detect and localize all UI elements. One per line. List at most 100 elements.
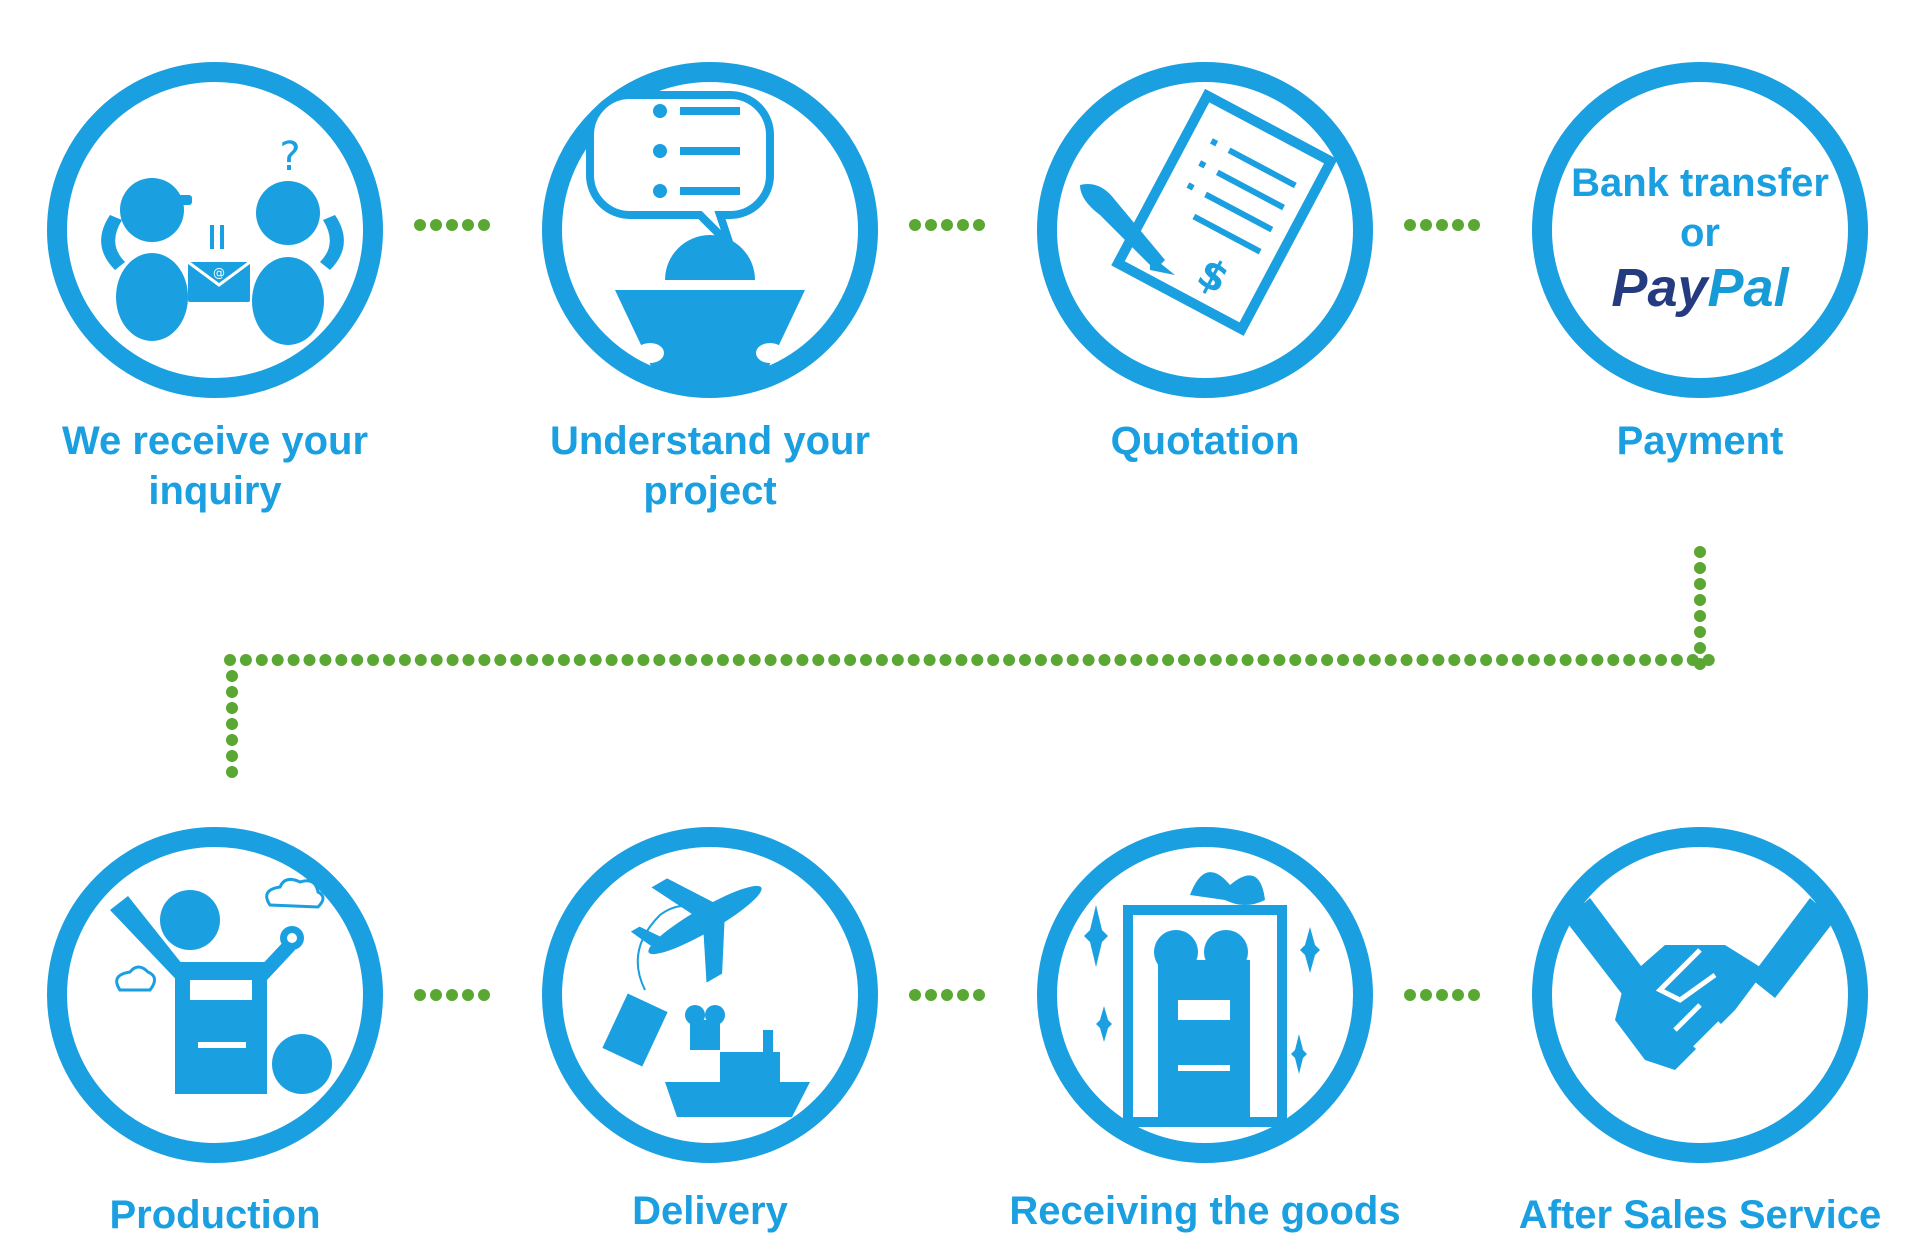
connector-dot — [557, 654, 570, 666]
connector-dot — [303, 654, 316, 666]
connector-dot — [1464, 654, 1477, 666]
connector-dot — [1468, 989, 1480, 1001]
connector-dot — [1404, 989, 1416, 1001]
connector-dot — [941, 989, 953, 1001]
connector-dot — [1050, 654, 1063, 666]
connector-dot — [462, 989, 474, 1001]
connector-dot — [925, 219, 937, 231]
connector-dot — [1559, 654, 1572, 666]
connector-dot — [716, 654, 729, 666]
connector-dot — [1496, 654, 1508, 666]
connector-dot — [828, 654, 841, 666]
connector-dot — [1655, 654, 1667, 666]
payment-method-or: or — [1680, 211, 1720, 255]
connector-dot — [1436, 989, 1448, 1001]
connector-dot — [446, 219, 458, 231]
paypal-logo-part1: Pay — [1611, 258, 1708, 318]
connector-dot — [478, 654, 491, 666]
connector-dot — [875, 654, 888, 666]
connector-dot — [1543, 654, 1556, 666]
connector-dot — [1400, 654, 1413, 666]
connector-dot — [510, 654, 523, 666]
connector-dot — [1384, 654, 1397, 666]
connector-dot — [957, 219, 969, 231]
connector-dot — [430, 219, 442, 231]
connector-dot — [685, 654, 698, 666]
connector-dot — [1178, 654, 1190, 666]
connector-dot — [446, 654, 459, 666]
connector-dot — [351, 654, 364, 666]
step-label-payment: Payment — [1616, 419, 1784, 463]
connector-dot — [478, 989, 490, 1001]
handshake-icon — [1532, 827, 1868, 1163]
connector-dot — [542, 654, 554, 666]
connector-dot — [812, 654, 825, 666]
connector-dot — [1130, 654, 1143, 666]
svg-text:?: ? — [279, 134, 300, 180]
connector-dot — [1209, 654, 1222, 666]
connector-dot — [955, 654, 968, 666]
connector-dot — [224, 654, 236, 666]
connector-dot — [1162, 654, 1175, 666]
connector-dot — [891, 654, 904, 666]
connector-dot — [367, 654, 380, 666]
connector-dot — [860, 654, 872, 666]
connector-dot — [1511, 654, 1524, 666]
connector-dot — [319, 654, 332, 666]
connector-dot — [1114, 654, 1127, 666]
step-label-quotation: Quotation — [1110, 419, 1300, 463]
connector-dot — [1225, 654, 1238, 666]
connector-dot — [1241, 654, 1254, 666]
connector-dot — [1694, 594, 1706, 606]
production-icon — [47, 827, 383, 1163]
connector-dot — [1066, 654, 1079, 666]
connector-dot — [271, 654, 284, 666]
connector-dot — [780, 654, 793, 666]
connector-dot — [1452, 219, 1464, 231]
connector-dot — [732, 654, 745, 666]
connector-dot — [909, 219, 921, 231]
connector-dot — [637, 654, 650, 666]
connector-dot — [973, 989, 985, 1001]
connector-dot — [414, 989, 426, 1001]
project-discussion-icon — [542, 62, 878, 398]
connector-dot — [478, 219, 490, 231]
connector-dot — [239, 654, 252, 666]
connector-dot — [1527, 654, 1540, 666]
connector-dot — [669, 654, 682, 666]
connector-dot — [1591, 654, 1604, 666]
inquiry-icon: @ ? — [47, 62, 383, 398]
connector-dot — [1480, 654, 1493, 666]
quotation-document-icon: $ — [1037, 62, 1373, 398]
connector-dot — [748, 654, 761, 666]
connector-dot — [1448, 654, 1461, 666]
connector-dot — [1694, 578, 1706, 590]
connector-dot — [1432, 654, 1445, 666]
connector-dot — [1623, 654, 1636, 666]
connector-dot — [589, 654, 602, 666]
connector-dot — [398, 654, 411, 666]
connector-dot — [226, 670, 238, 682]
connector-dot — [957, 989, 969, 1001]
svg-text:@: @ — [213, 266, 225, 280]
connector-dot — [1420, 989, 1432, 1001]
connector-dot — [1289, 654, 1302, 666]
step-label-delivery: Delivery — [632, 1189, 788, 1233]
connector-dot — [414, 219, 426, 231]
connector-dot — [1257, 654, 1270, 666]
connector-dot — [1193, 654, 1206, 666]
connector-dot — [430, 654, 443, 666]
paypal-logo-part2: Pal — [1707, 258, 1789, 318]
connector-dot — [226, 718, 238, 730]
connector-dot — [1321, 654, 1334, 666]
connector-dot — [226, 734, 238, 746]
connector-dot — [925, 989, 937, 1001]
connector-dot — [1694, 610, 1706, 622]
connector-dot — [987, 654, 1000, 666]
connector-dot — [335, 654, 348, 666]
connector-dot — [907, 654, 920, 666]
connector-dot — [1273, 654, 1286, 666]
connector-dot — [414, 654, 427, 666]
